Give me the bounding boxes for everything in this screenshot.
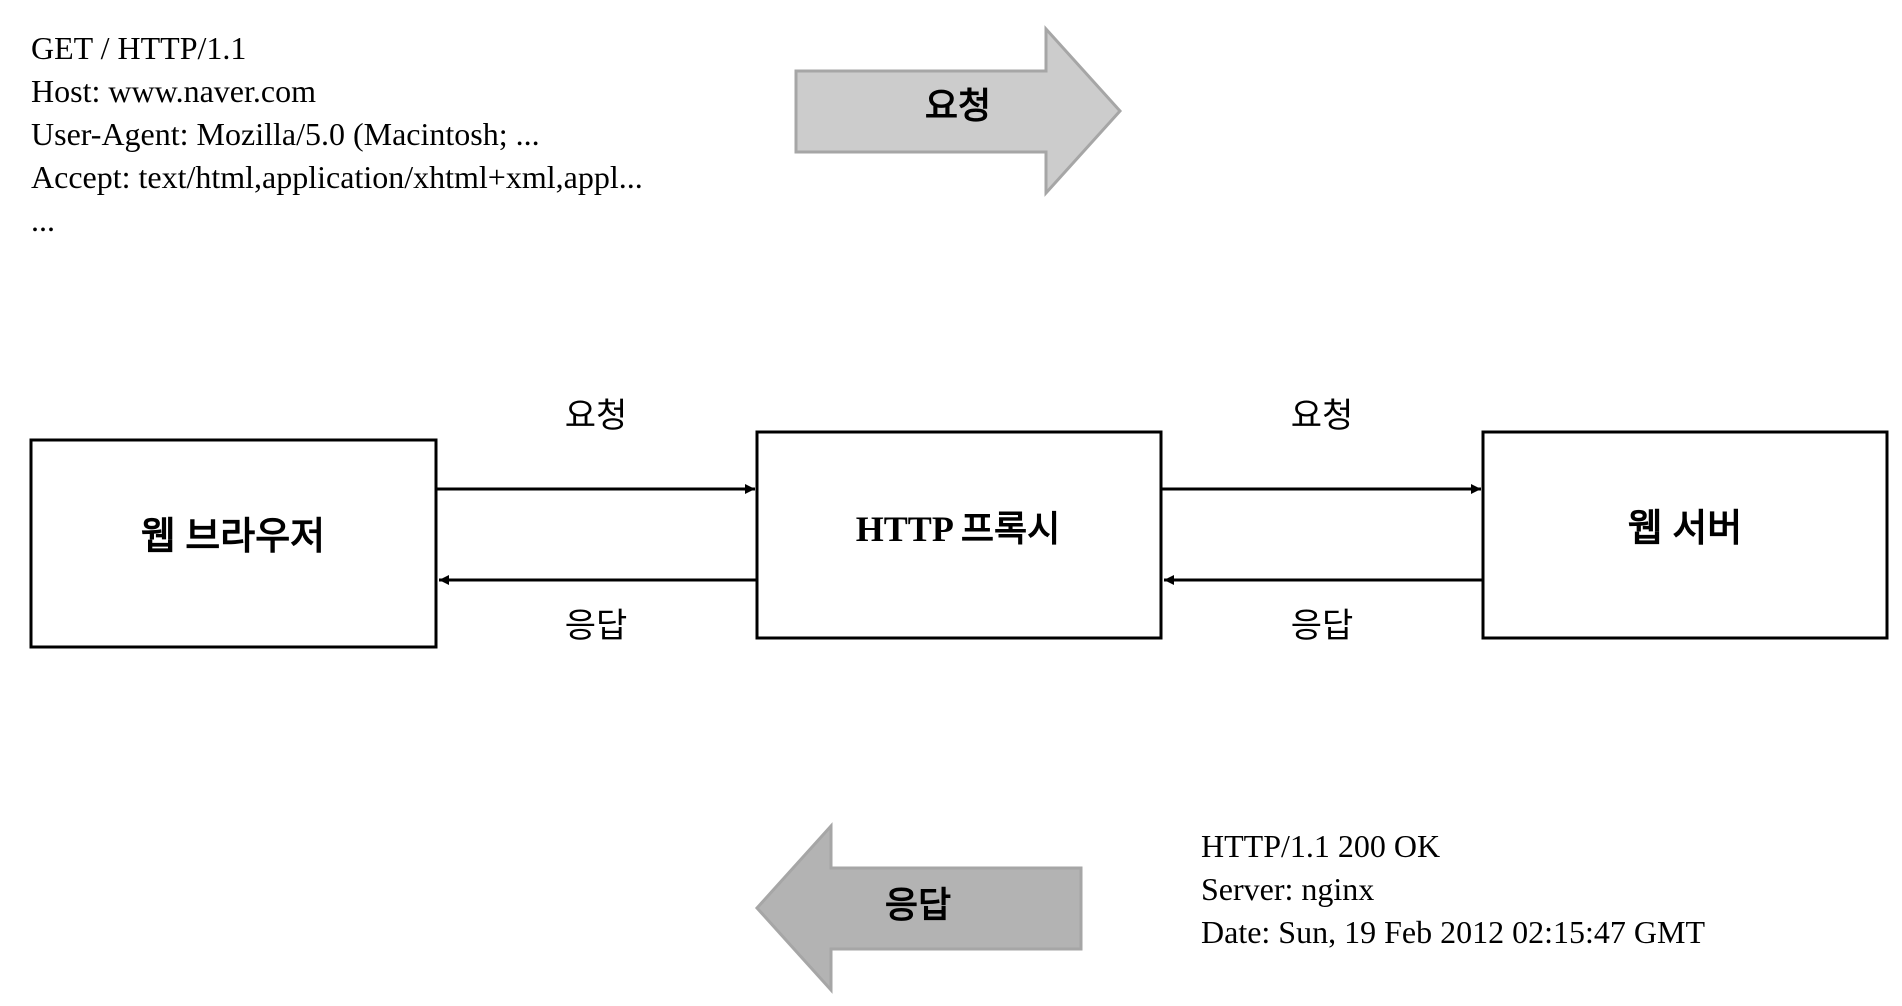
browser-to-proxy-request-label: 요청: [565, 398, 628, 435]
proxy-to-server-request-label: 요청: [1291, 398, 1354, 435]
proxy-box: [755, 430, 1163, 640]
response-header-text: HTTP/1.1 200 OK Server: nginx Date: Sun,…: [1201, 828, 1705, 950]
response-line-3: Date: Sun, 19 Feb 2012 02:15:47 GMT: [1201, 914, 1705, 950]
response-arrow-shape: [754, 822, 1083, 994]
server-node: 웹 서버: [1481, 430, 1889, 640]
browser-node: 웹 브라우저: [29, 438, 438, 649]
proxy-label: HTTP 프록시: [856, 509, 1060, 549]
server-to-proxy-response-label: 응답: [1291, 608, 1354, 645]
response-arrow-label: 응답: [885, 885, 951, 925]
browser-label: 웹 브라우저: [141, 516, 325, 558]
response-line-1: HTTP/1.1 200 OK: [1201, 828, 1440, 864]
proxy-to-browser-response-label: 응답: [565, 608, 628, 645]
request-line-1: GET / HTTP/1.1: [31, 30, 246, 66]
server-label: 웹 서버: [1628, 508, 1742, 550]
request-big-arrow: 요청: [794, 25, 1123, 197]
response-big-arrow: 응답: [754, 822, 1083, 994]
browser-proxy-edges: 요청 응답: [437, 398, 757, 645]
server-box: [1481, 430, 1889, 640]
request-line-3: User-Agent: Mozilla/5.0 (Macintosh; ...: [31, 116, 540, 152]
request-arrow-shape: [794, 25, 1123, 197]
request-line-4: Accept: text/html,application/xhtml+xml,…: [31, 159, 643, 195]
browser-box: [29, 438, 438, 649]
proxy-server-edges: 요청 응답: [1162, 398, 1483, 645]
request-header-text: GET / HTTP/1.1 Host: www.naver.com User-…: [31, 30, 643, 238]
request-line-5: ...: [31, 202, 55, 238]
proxy-node: HTTP 프록시: [755, 430, 1163, 640]
response-line-2: Server: nginx: [1201, 871, 1374, 907]
request-line-2: Host: www.naver.com: [31, 73, 316, 109]
request-arrow-label: 요청: [925, 86, 991, 126]
